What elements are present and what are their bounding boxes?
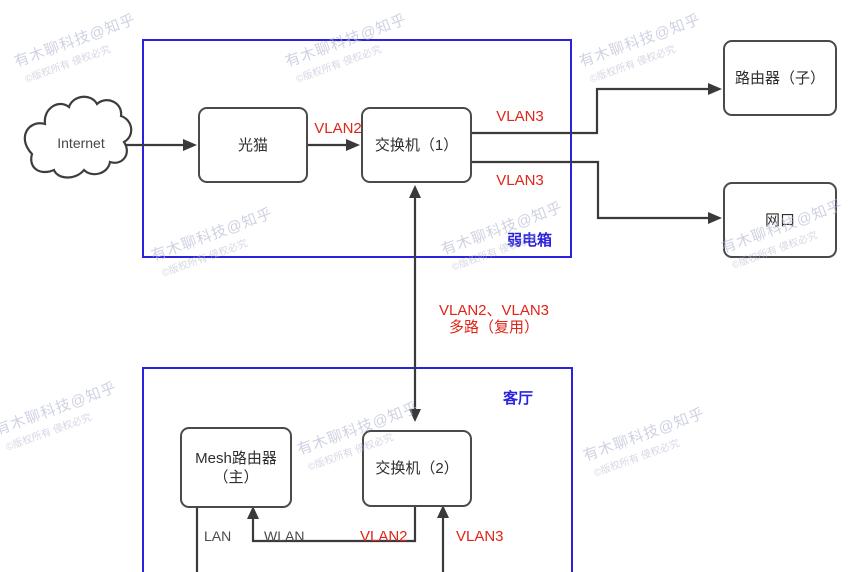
wlan-label: WLAN: [264, 528, 305, 544]
node-mesh-router-main: Mesh路由器 （主）: [180, 427, 292, 508]
wall-port-label: 网口: [764, 211, 795, 229]
mesh-router-label-line2: （主）: [213, 468, 259, 486]
trunk-label-line1: VLAN2、VLAN3: [438, 302, 550, 319]
vlan2-label-top: VLAN2: [314, 120, 362, 137]
trunk-label-line2: 多路（复用）: [448, 319, 539, 336]
weak-electric-box-zone: [142, 39, 572, 258]
weak-electric-box-zone-label: 弱电箱: [507, 232, 553, 249]
node-wall-port: 网口: [723, 182, 837, 258]
arrowhead-to-lanport: [708, 212, 722, 224]
node-optical-modem: 光猫: [198, 107, 308, 183]
living-room-zone: [142, 367, 573, 572]
vlan3-label-lower: VLAN3: [496, 172, 544, 189]
vlan3-label-bottom: VLAN3: [456, 528, 504, 545]
router-child-label: 路由器（子）: [734, 69, 825, 87]
watermark: 有木聊科技@知乎 ©版权所有 侵权必究: [581, 404, 708, 480]
lan-label: LAN: [204, 528, 232, 544]
trunk-multiplex-label: VLAN2、VLAN3 多路（复用）: [412, 302, 576, 336]
watermark: 有木聊科技@知乎 ©版权所有 侵权必究: [0, 378, 120, 454]
switch-2-label: 交换机（2）: [375, 460, 459, 477]
node-switch-1: 交换机（1）: [361, 107, 472, 183]
vlan3-label-upper: VLAN3: [496, 108, 544, 125]
node-switch-2: 交换机（2）: [362, 430, 472, 507]
switch-1-label: 交换机（1）: [374, 136, 459, 154]
vlan2-label-bottom: VLAN2: [360, 528, 408, 545]
optical-modem-label: 光猫: [237, 136, 268, 154]
node-router-child: 路由器（子）: [723, 40, 837, 116]
internet-cloud-label: Internet: [57, 135, 105, 151]
mesh-router-label-line1: Mesh路由器: [195, 449, 277, 467]
arrowhead-to-router-child: [708, 83, 722, 95]
watermark: 有木聊科技@知乎 ©版权所有 侵权必究: [577, 10, 704, 86]
living-room-zone-label: 客厅: [503, 390, 534, 407]
